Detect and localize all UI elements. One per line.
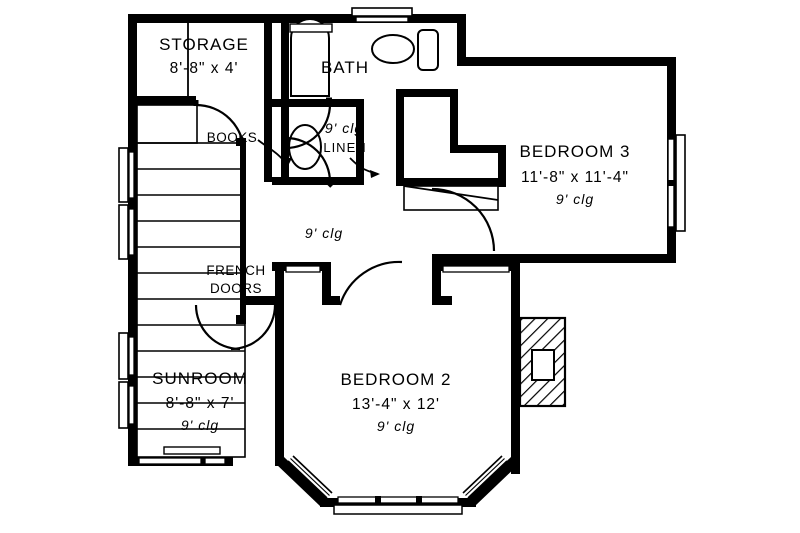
room-label-bedroom3-ceiling: 9' clg	[556, 191, 594, 207]
door-french-right	[230, 304, 277, 351]
wall-bedroom2-left	[275, 296, 284, 466]
annotation-french-doors-line2: DOORS	[210, 281, 262, 296]
door-bedroom3	[431, 187, 496, 252]
window-stair-lower	[118, 204, 135, 260]
room-label-sunroom-name: SUNROOM	[152, 369, 248, 388]
door-group	[193, 97, 496, 351]
closet-rod-bedroom3	[403, 185, 499, 201]
wall-closet-jog	[450, 145, 506, 153]
wall-closet-right-lower	[498, 145, 506, 187]
window-bedroom2-alcove-right	[442, 265, 510, 273]
leader-group	[257, 139, 380, 178]
storage-lower-shelf	[136, 104, 198, 144]
sink-icon	[371, 34, 415, 64]
stair-treads	[137, 168, 245, 430]
wall-bedroom2-top-a	[322, 296, 340, 305]
stair-newel-bottom	[236, 315, 246, 324]
room-label-bath-name: BATH	[321, 58, 369, 77]
wall-bedroom2-jamb-b	[432, 254, 441, 305]
leader-books	[257, 139, 289, 167]
room-label-bedroom2-dimensions: 13'-4" x 12'	[352, 396, 440, 413]
chimney-block	[518, 316, 567, 408]
wall-storage-bottom	[128, 96, 196, 105]
wall-closet-bottom	[396, 178, 506, 186]
wall-bottom-bedroom3	[432, 254, 676, 263]
bath-fixtures	[288, 18, 439, 170]
wall-bedroom2-top-c	[432, 296, 452, 305]
label-group: STORAGE 8'-8" x 4' BATH 9' clg LINEN BED…	[152, 35, 630, 434]
closet-details	[136, 23, 499, 211]
room-label-bedroom2-name: BEDROOM 2	[340, 370, 451, 389]
window-bedroom3-right	[667, 134, 686, 232]
wall-bay-right-angle	[466, 457, 520, 506]
stair-bottom-rail	[163, 446, 221, 455]
wall-closet-top	[396, 89, 458, 97]
room-label-sunroom-dimensions: 8'-8" x 7'	[166, 395, 235, 412]
stair-railing	[240, 143, 246, 321]
wall-bath-bottom-left	[272, 99, 330, 107]
room-label-linen-name: LINEN	[323, 140, 366, 155]
wall-top-bedroom3	[461, 57, 676, 66]
room-label-storage-dimensions: 8'-8" x 4'	[170, 60, 239, 77]
bath-vanity-top	[289, 23, 333, 33]
window-bay-bottom	[333, 496, 463, 515]
annotation-french-doors-line1: FRENCH	[206, 263, 265, 278]
wall-top-left	[128, 14, 466, 23]
wall-closet-left	[396, 96, 404, 186]
toilet-icon	[417, 29, 439, 71]
wall-left-upper	[128, 14, 137, 120]
window-bedroom2-alcove-left	[285, 265, 321, 273]
stair-newel-top	[236, 138, 246, 146]
leader-books-arrow	[283, 158, 292, 166]
wall-bedroom2-right	[511, 262, 520, 474]
door-bath	[285, 97, 332, 150]
wall-bedroom3-step	[457, 14, 466, 66]
wall-bedroom2-jamb-a	[322, 262, 331, 305]
window-bay-right-angled	[462, 455, 508, 499]
room-label-bedroom2-ceiling: 9' clg	[377, 418, 415, 434]
wall-closet-right-upper	[450, 89, 458, 149]
wall-linen-bottom	[272, 177, 364, 185]
wall-sunroom-corner	[224, 457, 233, 466]
wall-linen-left	[281, 107, 289, 185]
wall-hall-left	[264, 96, 272, 182]
window-sunroom-lower	[118, 381, 135, 429]
wall-bedroom2-left-step	[275, 262, 284, 305]
room-label-bedroom3-name: BEDROOM 3	[519, 142, 630, 161]
room-label-bedroom3-dimensions: 11'-8" x 11'-4"	[521, 169, 629, 186]
room-label-hall-ceiling: 9' clg	[305, 225, 343, 241]
door-storage	[193, 100, 246, 154]
window-stair-upper	[118, 147, 135, 203]
window-sunroom-upper	[118, 332, 135, 380]
room-label-storage-name: STORAGE	[159, 35, 249, 54]
wall-linen-right	[356, 140, 364, 185]
wall-bath-left	[281, 23, 289, 107]
leader-linen-arrow	[370, 170, 380, 178]
window-bay-left-angled	[287, 455, 333, 499]
annotation-books: BOOKS	[207, 130, 258, 145]
door-linen	[285, 136, 334, 188]
room-label-sunroom-ceiling: 9' clg	[181, 417, 219, 433]
wall-bath-bottom-right	[330, 99, 358, 107]
wall-bay-left-angle	[275, 457, 329, 506]
window-bath-top	[351, 7, 413, 23]
door-bedroom2	[338, 260, 403, 306]
room-label-linen-ceiling: 9' clg	[325, 120, 363, 136]
wall-storage-right	[264, 23, 272, 105]
